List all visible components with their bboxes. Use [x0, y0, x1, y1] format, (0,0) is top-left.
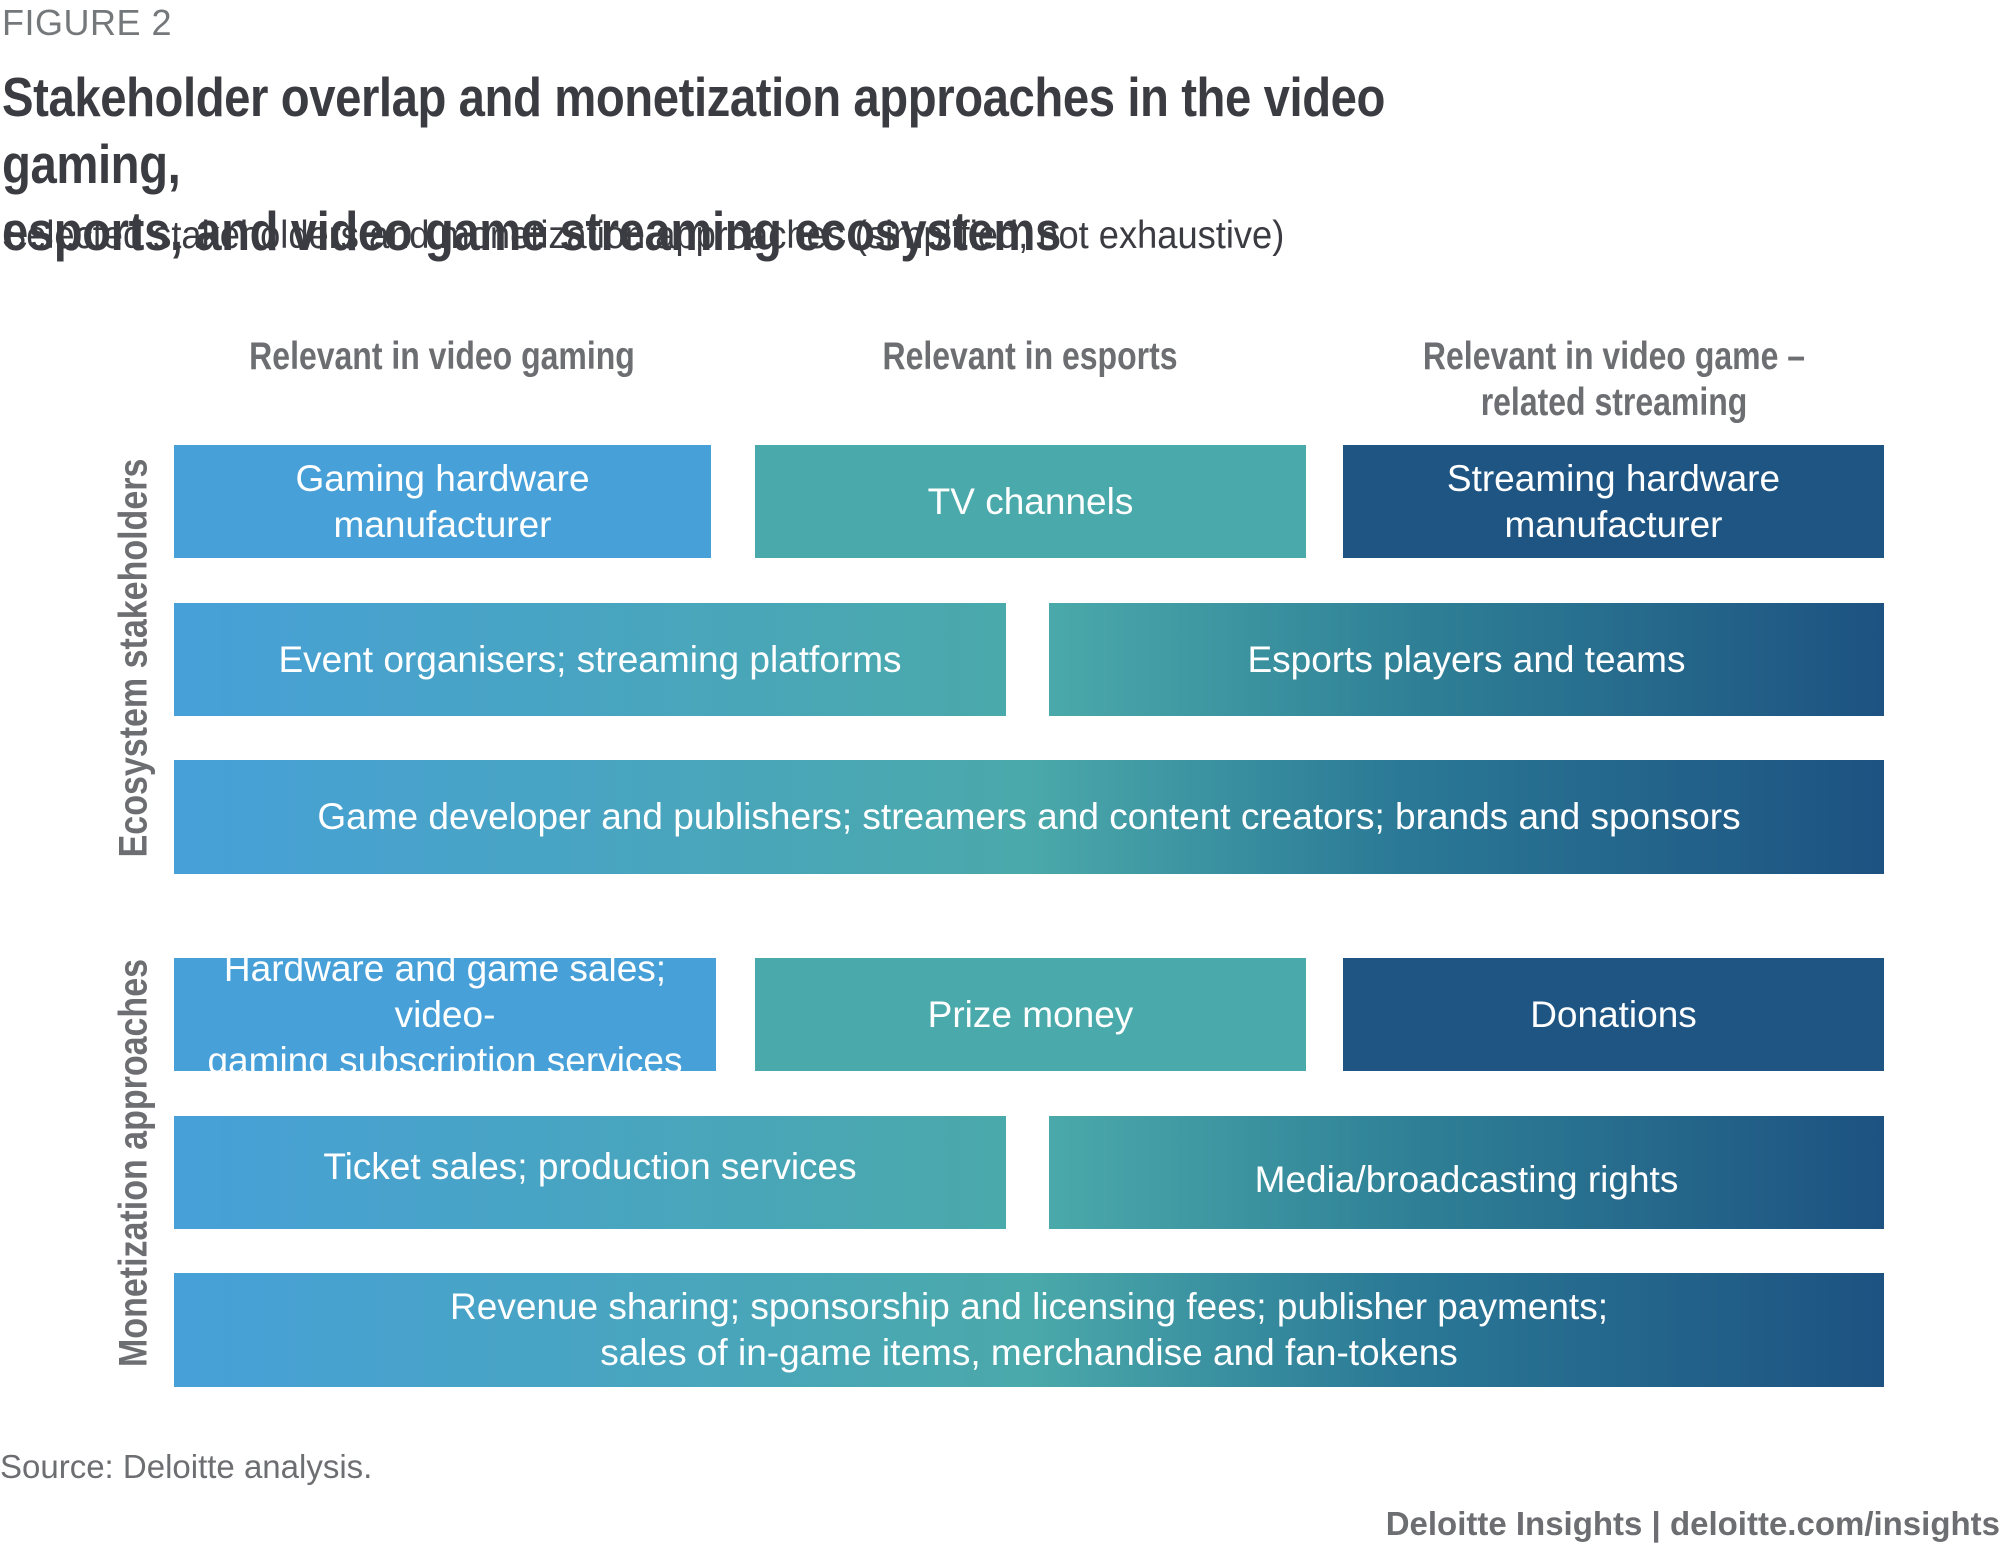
figure-subtitle: Selected stakeholders and monetization a… — [2, 214, 1285, 257]
source-note: Source: Deloitte analysis. — [0, 1448, 373, 1485]
column-header-streaming: Relevant in video game – related streami… — [1422, 335, 1806, 424]
footer-credit: Deloitte Insights | deloitte.com/insight… — [1385, 1505, 2000, 1542]
figure-label: FIGURE 2 — [2, 2, 173, 43]
monetization-box-revenue-sharing: Revenue sharing; sponsorship and licensi… — [174, 1273, 1884, 1387]
monetization-box-media-rights: Media/broadcasting rights — [1049, 1116, 1884, 1229]
section-label-stakeholders: Ecosystem stakeholders — [111, 458, 156, 858]
stakeholder-box-tv-channels: TV channels — [755, 445, 1306, 558]
monetization-box-donations: Donations — [1343, 958, 1884, 1071]
column-header-video-gaming: Relevant in video gaming — [249, 335, 635, 378]
figure-title: Stakeholder overlap and monetization app… — [2, 64, 1516, 265]
stakeholder-box-developers-streamers-brands: Game developer and publishers; streamers… — [174, 760, 1884, 874]
section-label-monetization: Monetization approaches — [111, 958, 156, 1368]
title-line-2: esports, and video game streaming ecosys… — [2, 200, 1061, 262]
column-header-esports: Relevant in esports — [882, 335, 1178, 378]
monetization-box-hardware-game-sales: Hardware and game sales; video-gaming su… — [174, 948, 716, 1081]
monetization-box-ticket-sales: Ticket sales; production services — [174, 1116, 1006, 1229]
stakeholder-box-event-organisers: Event organisers; streaming platforms — [174, 603, 1006, 716]
stakeholder-box-esports-players: Esports players and teams — [1049, 603, 1884, 716]
title-line-1: Stakeholder overlap and monetization app… — [2, 66, 1386, 195]
monetization-box-prize-money: Prize money — [755, 958, 1306, 1071]
